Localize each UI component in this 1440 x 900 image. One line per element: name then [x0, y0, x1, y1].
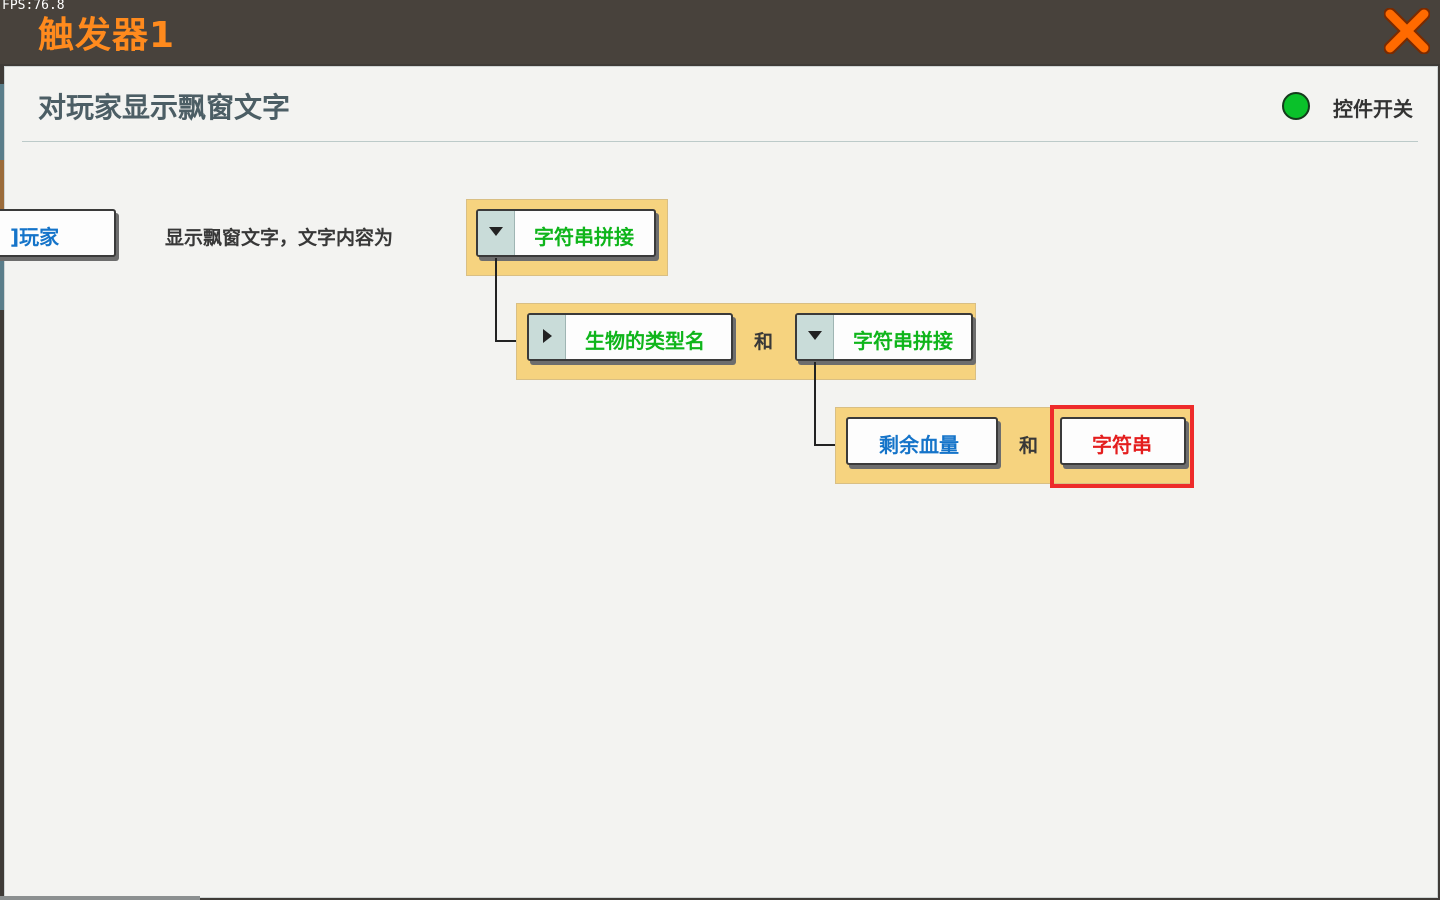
close-button[interactable]	[1383, 7, 1431, 55]
expand-toggle[interactable]	[529, 315, 566, 359]
dropdown-toggle-1[interactable]	[478, 211, 515, 255]
connector-line	[814, 444, 846, 446]
remaining-hp-button[interactable]: 剩余血量	[846, 417, 998, 465]
error-highlight-box	[1050, 405, 1194, 488]
connector-line	[495, 258, 497, 342]
action-title: 对玩家显示飘窗文字	[38, 91, 291, 124]
triangle-right-icon	[543, 329, 552, 343]
widget-toggle-label: 控件开关	[1333, 97, 1413, 121]
trigger-title: 触发器1	[38, 15, 176, 56]
bottom-edge-strip	[0, 896, 200, 900]
player-target-label: ]玩家	[10, 225, 60, 249]
widget-toggle-switch[interactable]	[1282, 92, 1310, 120]
remaining-hp-label: 剩余血量	[879, 433, 959, 457]
dropdown-toggle-2[interactable]	[797, 315, 834, 359]
action-editor-panel	[4, 66, 1438, 898]
creature-type-name-button[interactable]: 生物的类型名	[527, 313, 733, 361]
string-input-button[interactable]: 字符串	[1060, 417, 1186, 465]
top-bar: FPS:76.8 触发器1	[0, 0, 1440, 64]
left-edge-strip-accent	[0, 160, 4, 230]
close-x-icon	[1383, 7, 1431, 55]
string-concat-label-2: 字符串拼接	[853, 329, 953, 353]
creature-type-name-label: 生物的类型名	[585, 329, 705, 353]
and-label-2: 和	[1019, 435, 1039, 457]
display-floating-text-label: 显示飘窗文字，文字内容为	[165, 227, 394, 249]
fps-counter: FPS:76.8	[2, 0, 65, 13]
string-concat-button-2[interactable]: 字符串拼接	[795, 313, 973, 361]
title-divider	[22, 141, 1418, 142]
string-concat-button-1[interactable]: 字符串拼接	[476, 209, 656, 257]
string-input-label: 字符串	[1092, 433, 1152, 457]
connector-line	[495, 340, 527, 342]
connector-line	[814, 362, 816, 446]
triangle-down-icon	[489, 227, 503, 236]
player-target-button[interactable]: ]玩家	[0, 209, 116, 257]
string-concat-label-1: 字符串拼接	[534, 225, 634, 249]
triangle-down-icon	[808, 331, 822, 340]
and-label-1: 和	[754, 331, 774, 353]
